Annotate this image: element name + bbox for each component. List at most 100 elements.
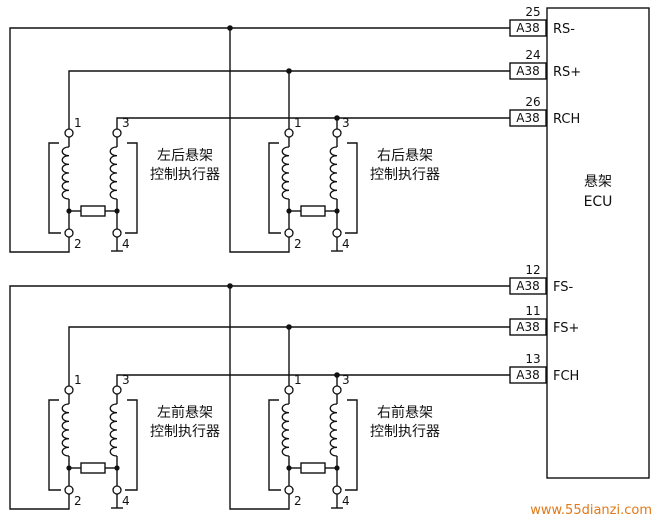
actuator-title: 左前悬架 [157,404,213,421]
wire-s-plus [68,326,510,386]
terminal-label: 1 [294,373,302,387]
actuator-frame [125,399,138,491]
actuator-frame [345,142,358,234]
coil-left [61,403,70,457]
pin-signal: RCH [553,112,580,127]
watermark: www.55dianzi.com [530,503,652,518]
wire-s-plus [68,70,510,129]
connector-code: A38 [516,279,539,293]
terminal [112,485,122,495]
terminal-label: 3 [122,373,130,387]
terminal [332,485,342,495]
actuator-frame [125,142,138,234]
connector-box [509,109,547,127]
connector-code: A38 [516,64,539,78]
junction-dot [334,372,340,378]
pin-number: 11 [525,304,540,318]
junction-dot [66,208,72,214]
terminal [64,485,74,495]
coil-left [281,146,290,200]
actuator-title: 控制执行器 [370,424,440,440]
ecu-box [546,7,650,479]
terminal-label: 2 [294,237,302,251]
wires [9,25,510,510]
junction-dot [286,465,292,471]
terminal [332,228,342,238]
terminal [284,128,294,138]
terminal-label: 4 [342,494,350,508]
terminal-label: 2 [74,237,82,251]
ecu-label-line2: ECU [584,194,613,210]
terminal [64,228,74,238]
pin-signal: FS- [553,280,574,295]
actuator-frame [268,399,281,491]
terminal-label: 3 [122,116,130,130]
actuator-frame [48,142,61,234]
terminal [284,385,294,395]
terminal [64,128,74,138]
coil-right [109,146,118,200]
wire-ch [116,374,510,386]
actuator-title: 控制执行器 [150,167,220,183]
actuator-frame [268,142,281,234]
coil-right [109,403,118,457]
pin-number: 24 [525,48,540,62]
terminal [112,128,122,138]
connector-code: A38 [516,320,539,334]
coil-left [281,403,290,457]
pin-number: 26 [525,95,540,109]
junction-dot [334,115,340,121]
pin-number: 25 [525,5,540,19]
connector-code: A38 [516,21,539,35]
junction-dot [286,324,292,330]
connector-code: A38 [516,368,539,382]
pin-number: 12 [525,263,540,277]
connector-box [509,366,547,384]
junction-dot [114,465,120,471]
junction-dot [114,208,120,214]
terminal-label: 1 [74,116,82,130]
terminal [112,228,122,238]
connector-box [509,318,547,336]
pin-signal: FS+ [553,321,579,336]
terminal [112,385,122,395]
wire-s-minus-branch [229,286,290,510]
wire-s-minus-branch [229,28,290,253]
coil-right [329,403,338,457]
pin-signal: FCH [553,369,579,384]
wire-s-minus [9,27,510,253]
terminal [284,485,294,495]
terminal [332,385,342,395]
pin-number: 13 [525,352,540,366]
resistor [300,205,326,217]
pin-signal: RS- [553,22,575,37]
coil-left [61,146,70,200]
junction-dot [66,465,72,471]
terminal-label: 2 [74,494,82,508]
junction-dot [227,25,233,31]
resistor [300,462,326,474]
junction-dot [334,465,340,471]
junction-dot [286,208,292,214]
actuator-title: 左后悬架 [157,148,213,164]
ecu-label-line1: 悬架 [584,174,612,190]
connector-box [509,19,547,37]
terminal-label: 1 [74,373,82,387]
actuator-title: 控制执行器 [370,167,440,183]
terminal-label: 1 [294,116,302,130]
terminal [284,228,294,238]
pin-signal: RS+ [553,65,581,80]
connector-box [509,277,547,295]
resistor [80,205,106,217]
terminal-label: 3 [342,373,350,387]
junction-dot [227,283,233,289]
actuator-title: 控制执行器 [150,424,220,440]
coil-right [329,146,338,200]
junction-dot [334,208,340,214]
actuator-title: 右前悬架 [377,404,433,421]
